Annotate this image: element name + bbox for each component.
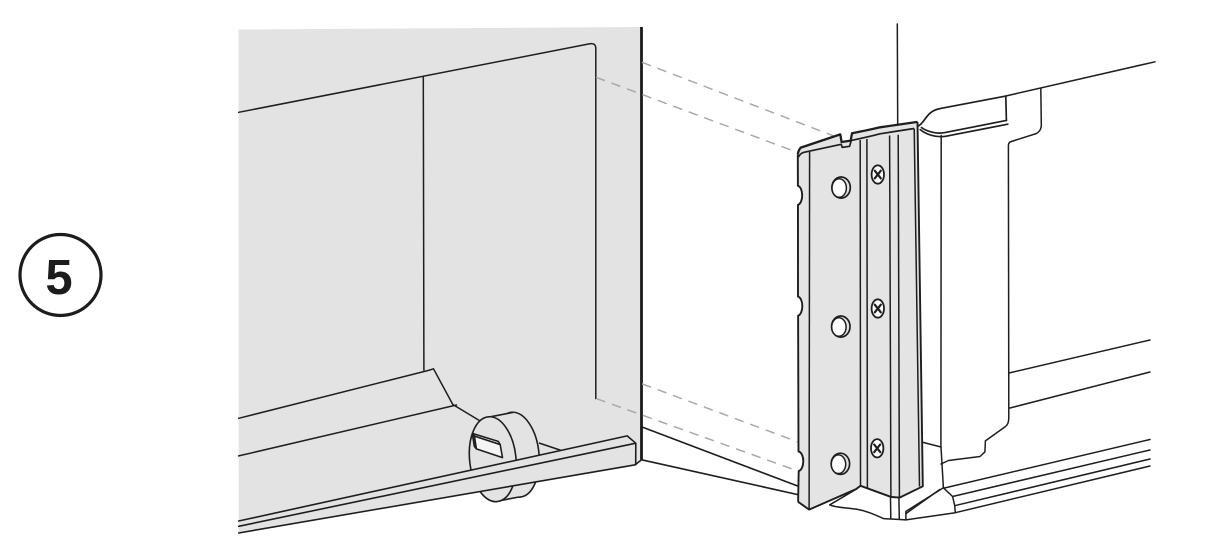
svg-text:5: 5 <box>45 251 72 305</box>
